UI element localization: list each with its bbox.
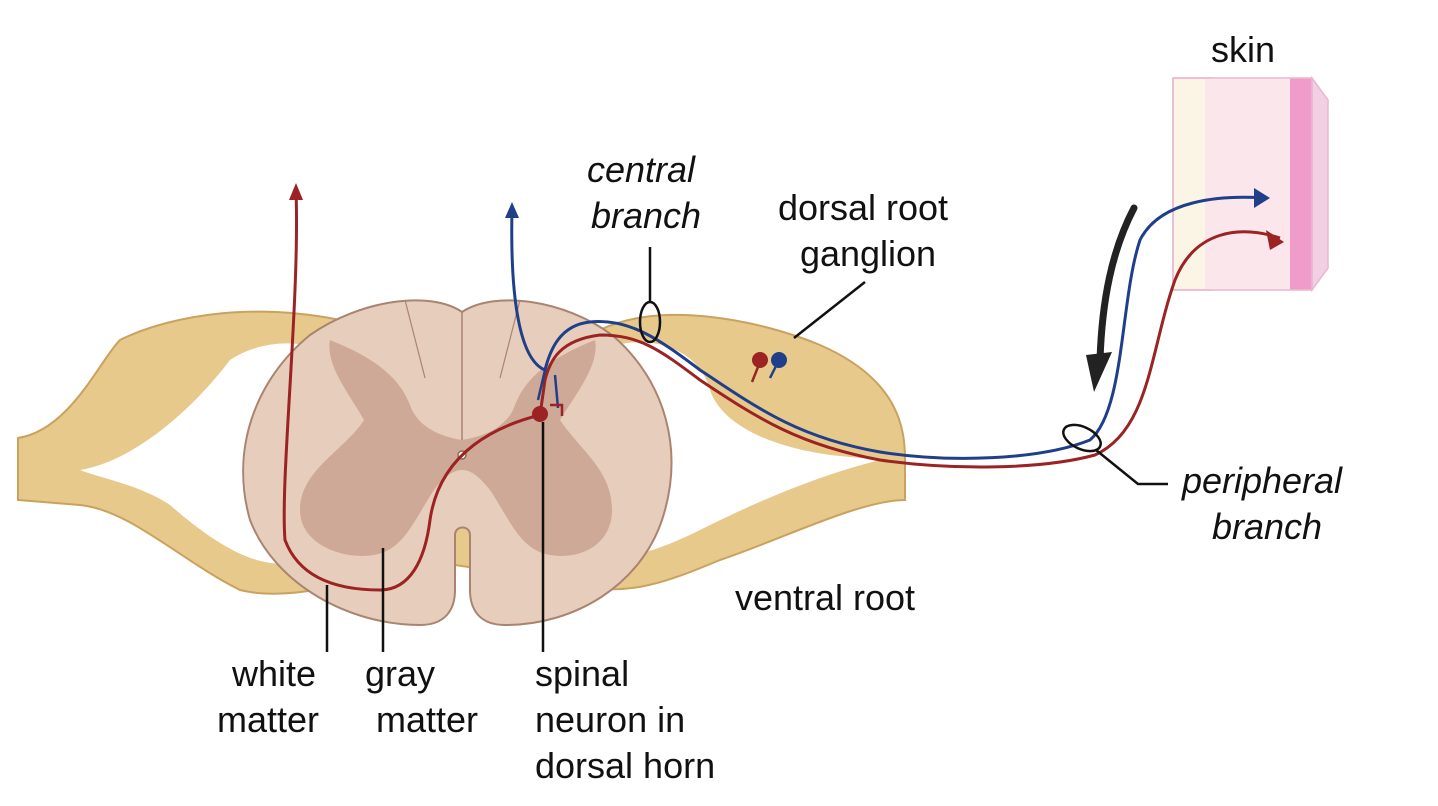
label-white-matter: white matter <box>217 653 326 740</box>
blue-ganglion-cell <box>771 352 787 368</box>
label-dorsal-root-ganglion: dorsal root ganglion <box>778 187 958 274</box>
leader-peripheral-branch <box>1095 449 1168 486</box>
label-spinal-neuron: spinal neuron in dorsal horn <box>535 653 715 786</box>
root-gap-right <box>600 342 880 557</box>
spinal-cord-gray-matter <box>300 340 612 556</box>
blue-synapse-terminal <box>536 369 560 409</box>
label-peripheral-branch: peripheral branch <box>1181 460 1352 547</box>
signal-direction-arrow <box>1096 204 1138 364</box>
peripheral-branch-ring <box>1062 423 1102 453</box>
red-arrowhead-skin <box>1266 230 1284 250</box>
blue-neuron-axon <box>510 195 1266 460</box>
signal-direction-arrowhead <box>1086 352 1112 392</box>
red-arrowhead-up <box>289 183 303 200</box>
skin-block <box>1172 75 1329 293</box>
label-central-branch: central branch <box>587 149 705 236</box>
label-gray-matter: gray matter <box>365 653 478 740</box>
label-skin: skin <box>1211 29 1275 70</box>
red-neuron-axon <box>282 189 1281 592</box>
leader-ganglion <box>793 281 866 339</box>
blue-arrowhead-up <box>505 202 519 218</box>
blue-arrowhead-skin <box>1254 188 1270 208</box>
red-ganglion-cell <box>752 352 768 368</box>
label-ventral-root: ventral root <box>735 577 915 618</box>
synapse-bracket <box>550 403 564 416</box>
dorsal-horn-neuron <box>532 406 548 422</box>
dorsal-septum-left <box>404 299 426 379</box>
